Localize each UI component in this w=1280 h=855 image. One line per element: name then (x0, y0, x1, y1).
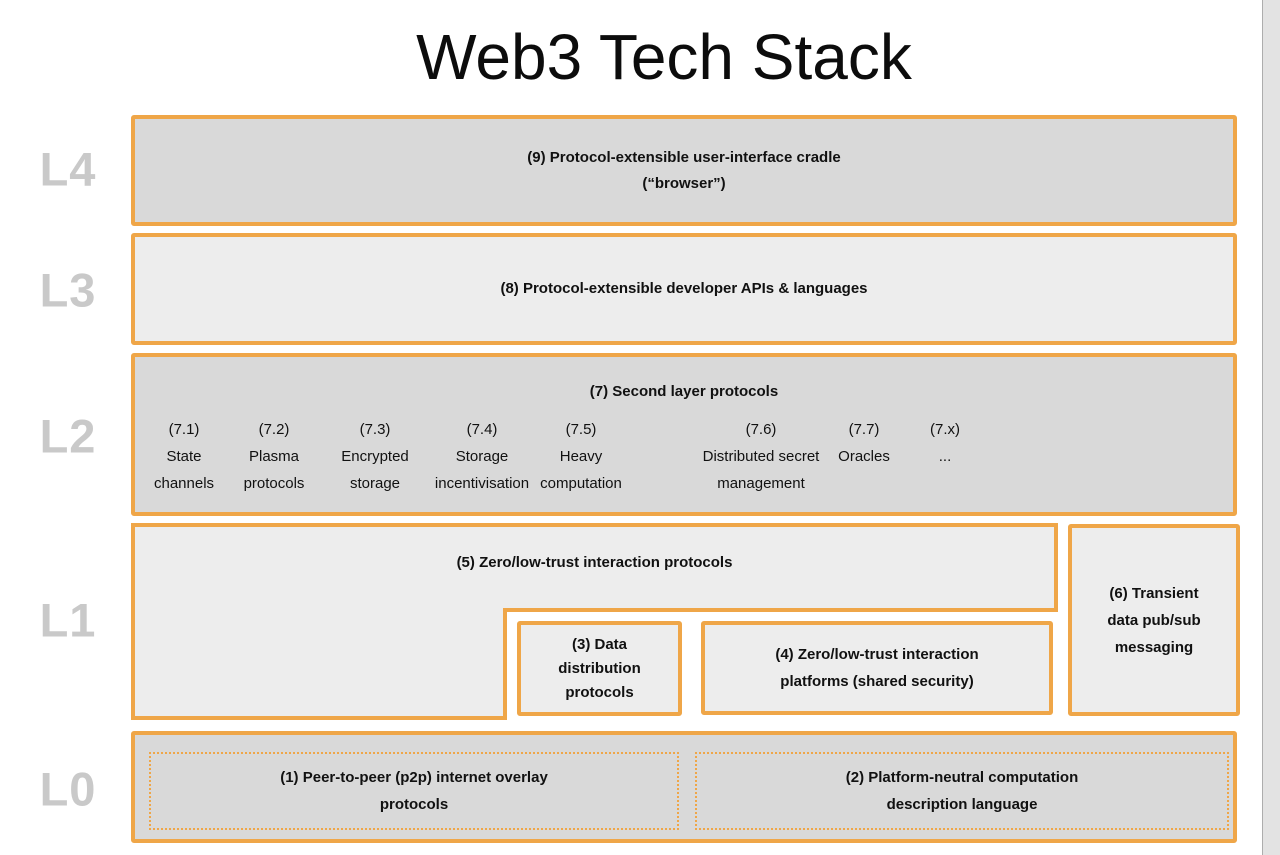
layer-label-l3: L3 (39, 263, 97, 317)
l2-column-oracles: (7.7) Oracles (838, 421, 890, 465)
box-4-interaction-platforms: (4) Zero/low-trust interaction platforms… (701, 621, 1053, 715)
box-2-computation-language: (2) Platform-neutral computation descrip… (695, 752, 1229, 830)
box-6-pubsub-messaging: (6) Transient data pub/sub messaging (1068, 524, 1240, 716)
page-title: Web3 Tech Stack (416, 21, 912, 93)
layer-label-l0: L0 (39, 762, 97, 816)
box-9-line1: (9) Protocol-extensible user-interface c… (527, 148, 841, 166)
box-7-heading: (7) Second layer protocols (589, 383, 779, 400)
layer-label-l1: L1 (39, 593, 97, 647)
box-9-line2: (“browser”) (642, 174, 726, 192)
l0-container: (1) Peer-to-peer (p2p) internet overlay … (131, 731, 1237, 843)
box-1-p2p-overlay: (1) Peer-to-peer (p2p) internet overlay … (149, 752, 679, 830)
box-8-line1: (8) Protocol-extensible developer APIs &… (500, 280, 868, 297)
box-3-data-distribution: (3) Data distribution protocols (517, 621, 682, 716)
l2-column-plasma-protocols: (7.2) Plasma protocols (243, 421, 305, 492)
l2-column-distributed-secret-management: (7.6) Distributed secret management (702, 421, 820, 492)
window-edge-strip (1262, 0, 1280, 855)
layer-label-l2: L2 (39, 409, 97, 463)
l2-column-storage-incentivisation: (7.4) Storage incentivisation (434, 421, 530, 492)
box-9-ui-cradle: (9) Protocol-extensible user-interface c… (131, 115, 1237, 226)
box-5-label: (5) Zero/low-trust interaction protocols (456, 554, 733, 571)
l2-column-heavy-computation: (7.5) Heavy computation (540, 421, 622, 492)
l2-column-etc: (7.x) ... (930, 421, 960, 465)
box-5-lshape (131, 523, 1058, 720)
box-7-second-layer-protocols: (7) Second layer protocols (7.1) State c… (131, 353, 1237, 516)
layer-label-l4: L4 (39, 142, 97, 196)
box-8-developer-apis: (8) Protocol-extensible developer APIs &… (131, 233, 1237, 345)
l2-column-encrypted-storage: (7.3) Encrypted storage (341, 421, 409, 492)
l2-column-state-channels: (7.1) State channels (153, 421, 215, 492)
